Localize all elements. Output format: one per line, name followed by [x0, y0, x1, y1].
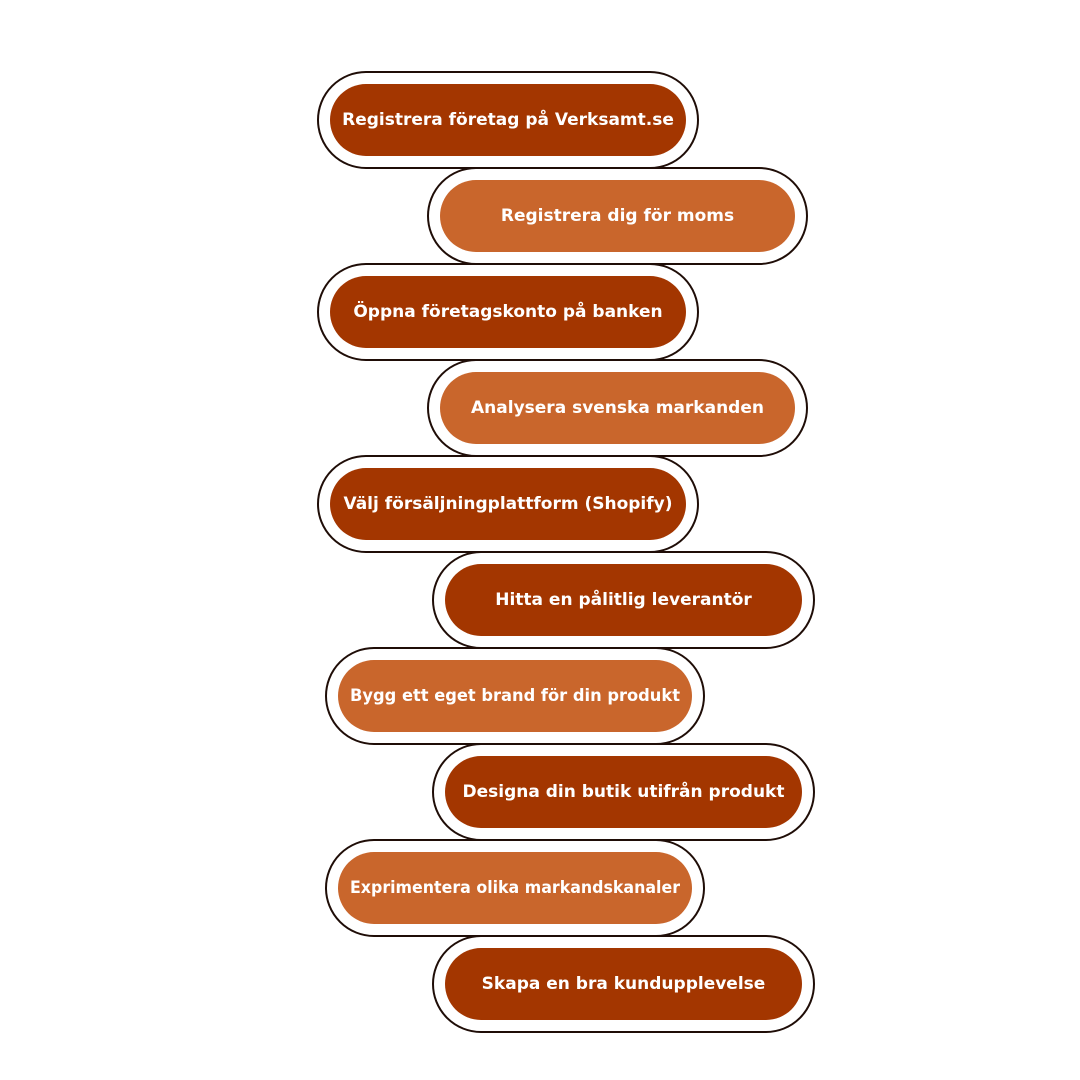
- step-10-pill[interactable]: [445, 948, 802, 1020]
- step-1-pill[interactable]: [330, 84, 686, 156]
- step-5-pill[interactable]: [330, 468, 686, 540]
- step-6-pill[interactable]: [445, 564, 802, 636]
- step-7-pill[interactable]: [338, 660, 692, 732]
- step-3-pill[interactable]: [330, 276, 686, 348]
- step-8-pill[interactable]: [445, 756, 802, 828]
- step-4-pill[interactable]: [440, 372, 795, 444]
- step-2-pill[interactable]: [440, 180, 795, 252]
- step-9-pill[interactable]: [338, 852, 692, 924]
